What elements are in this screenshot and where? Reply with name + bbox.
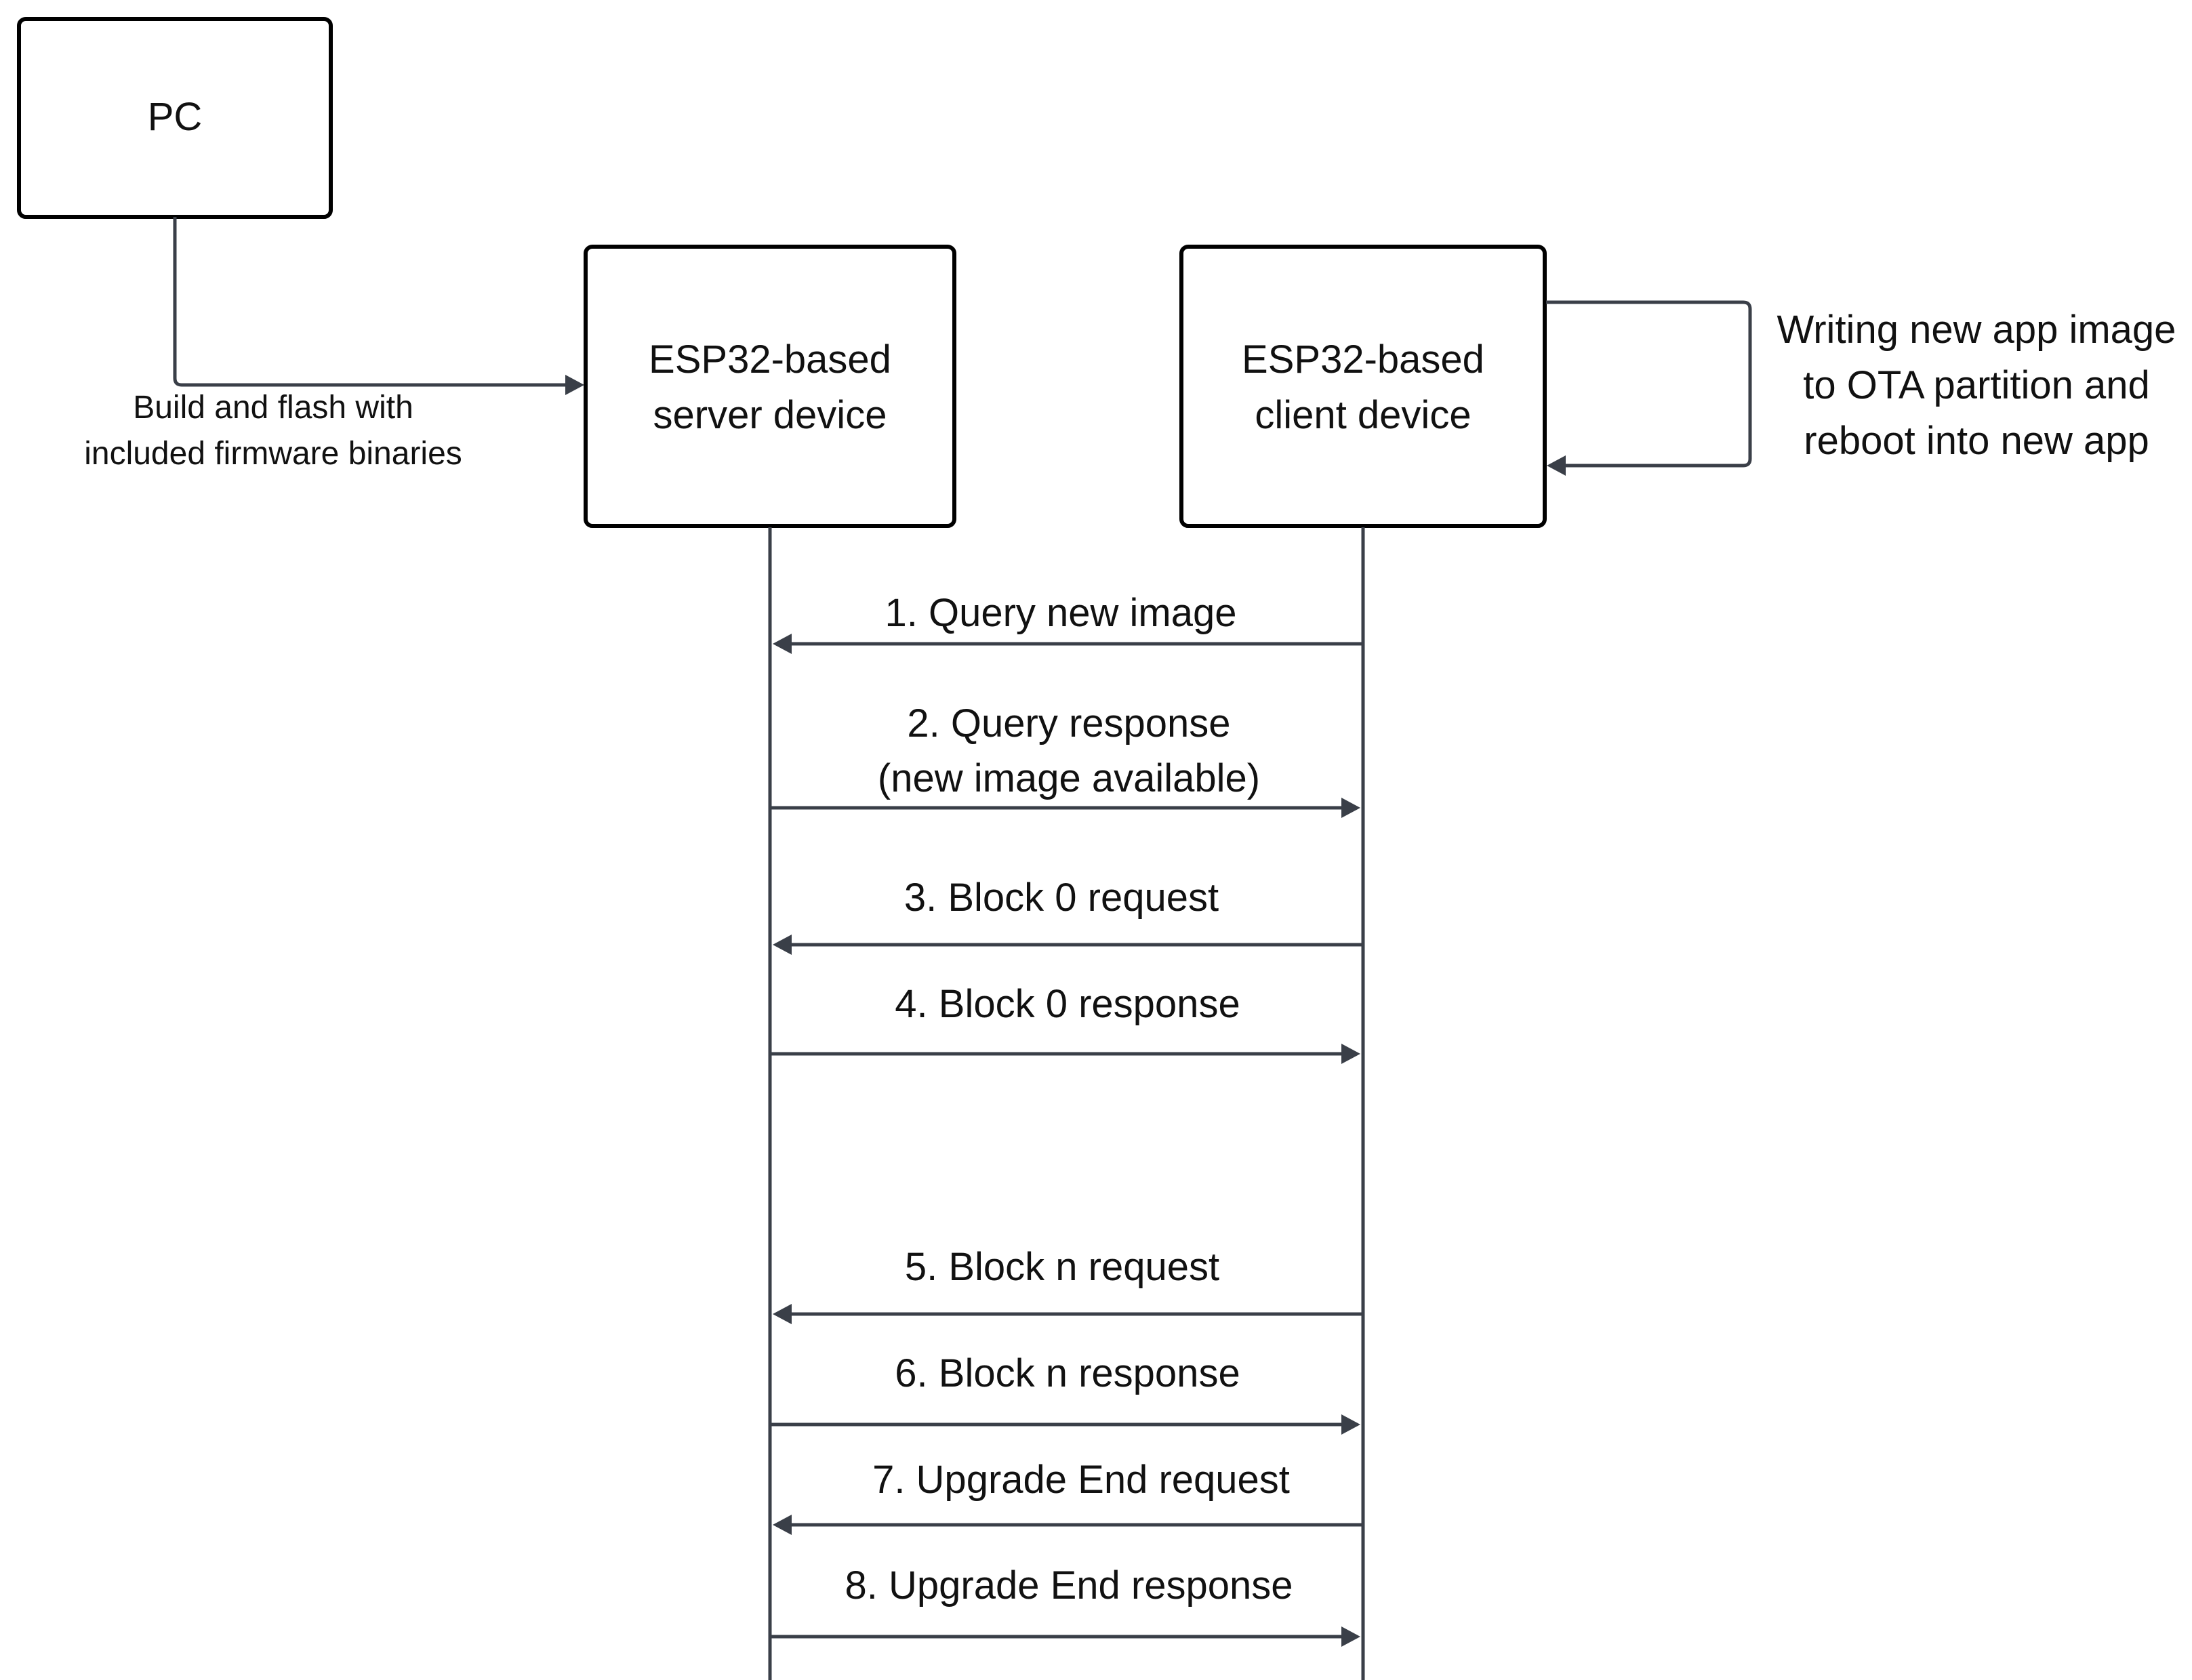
message-7: 7. Upgrade End request: [773, 1458, 1363, 1535]
message-5-label: 5. Block n request: [905, 1245, 1219, 1289]
self-loop-arrowhead: [1547, 455, 1566, 476]
server-box: [584, 245, 956, 528]
message-8: 8. Upgrade End response: [770, 1563, 1360, 1647]
client-self-loop: Writing new app image to OTA partition a…: [1546, 300, 2176, 476]
message-6-arrowhead: [1341, 1414, 1360, 1435]
message-1: 1. Query new image: [773, 591, 1363, 654]
message-2-arrowhead: [1341, 798, 1360, 818]
flash-connector: Build and flash with included firmware b…: [84, 217, 584, 472]
message-4-label: 4. Block 0 response: [895, 982, 1240, 1026]
client-label-line1: ESP32-based: [1242, 337, 1484, 382]
self-note-line1: Writing new app image: [1777, 308, 2176, 352]
client-box: [1179, 245, 1547, 528]
message-1-arrowhead: [773, 634, 792, 654]
message-5: 5. Block n request: [773, 1245, 1363, 1324]
message-6: 6. Block n response: [770, 1351, 1360, 1435]
client-label-line2: client device: [1255, 393, 1471, 437]
message-3-label: 3. Block 0 request: [904, 876, 1219, 920]
message-8-label: 8. Upgrade End response: [845, 1563, 1293, 1607]
server-label-line2: server device: [653, 393, 887, 437]
flash-note-line2: included firmware binaries: [84, 436, 462, 472]
message-6-label: 6. Block n response: [895, 1351, 1240, 1395]
message-7-arrowhead: [773, 1515, 792, 1535]
message-2: 2. Query response (new image available): [770, 701, 1360, 818]
self-note-line2: to OTA partition and: [1803, 363, 2150, 407]
client-node: ESP32-based client device: [1179, 245, 1547, 528]
pc-label: PC: [148, 95, 203, 139]
pc-node: PC: [17, 17, 333, 219]
server-label-line1: ESP32-based: [649, 337, 891, 382]
message-7-label: 7. Upgrade End request: [872, 1458, 1290, 1502]
message-4-arrowhead: [1341, 1044, 1360, 1064]
message-2-label-line1: 2. Query response: [907, 701, 1230, 745]
server-node: ESP32-based server device: [584, 245, 956, 528]
message-8-arrowhead: [1341, 1626, 1360, 1647]
message-3-arrowhead: [773, 935, 792, 955]
flash-connector-line: [173, 217, 568, 387]
flash-note-line1: Build and flash with: [133, 390, 413, 426]
self-loop-line: [1546, 300, 1752, 468]
message-1-label: 1. Query new image: [885, 591, 1236, 635]
message-5-arrowhead: [773, 1304, 792, 1324]
message-4: 4. Block 0 response: [770, 982, 1360, 1064]
self-note-line3: reboot into new app: [1804, 419, 2149, 463]
message-2-label-line2: (new image available): [878, 756, 1260, 800]
flash-connector-arrowhead: [565, 375, 584, 395]
message-3: 3. Block 0 request: [773, 876, 1363, 955]
